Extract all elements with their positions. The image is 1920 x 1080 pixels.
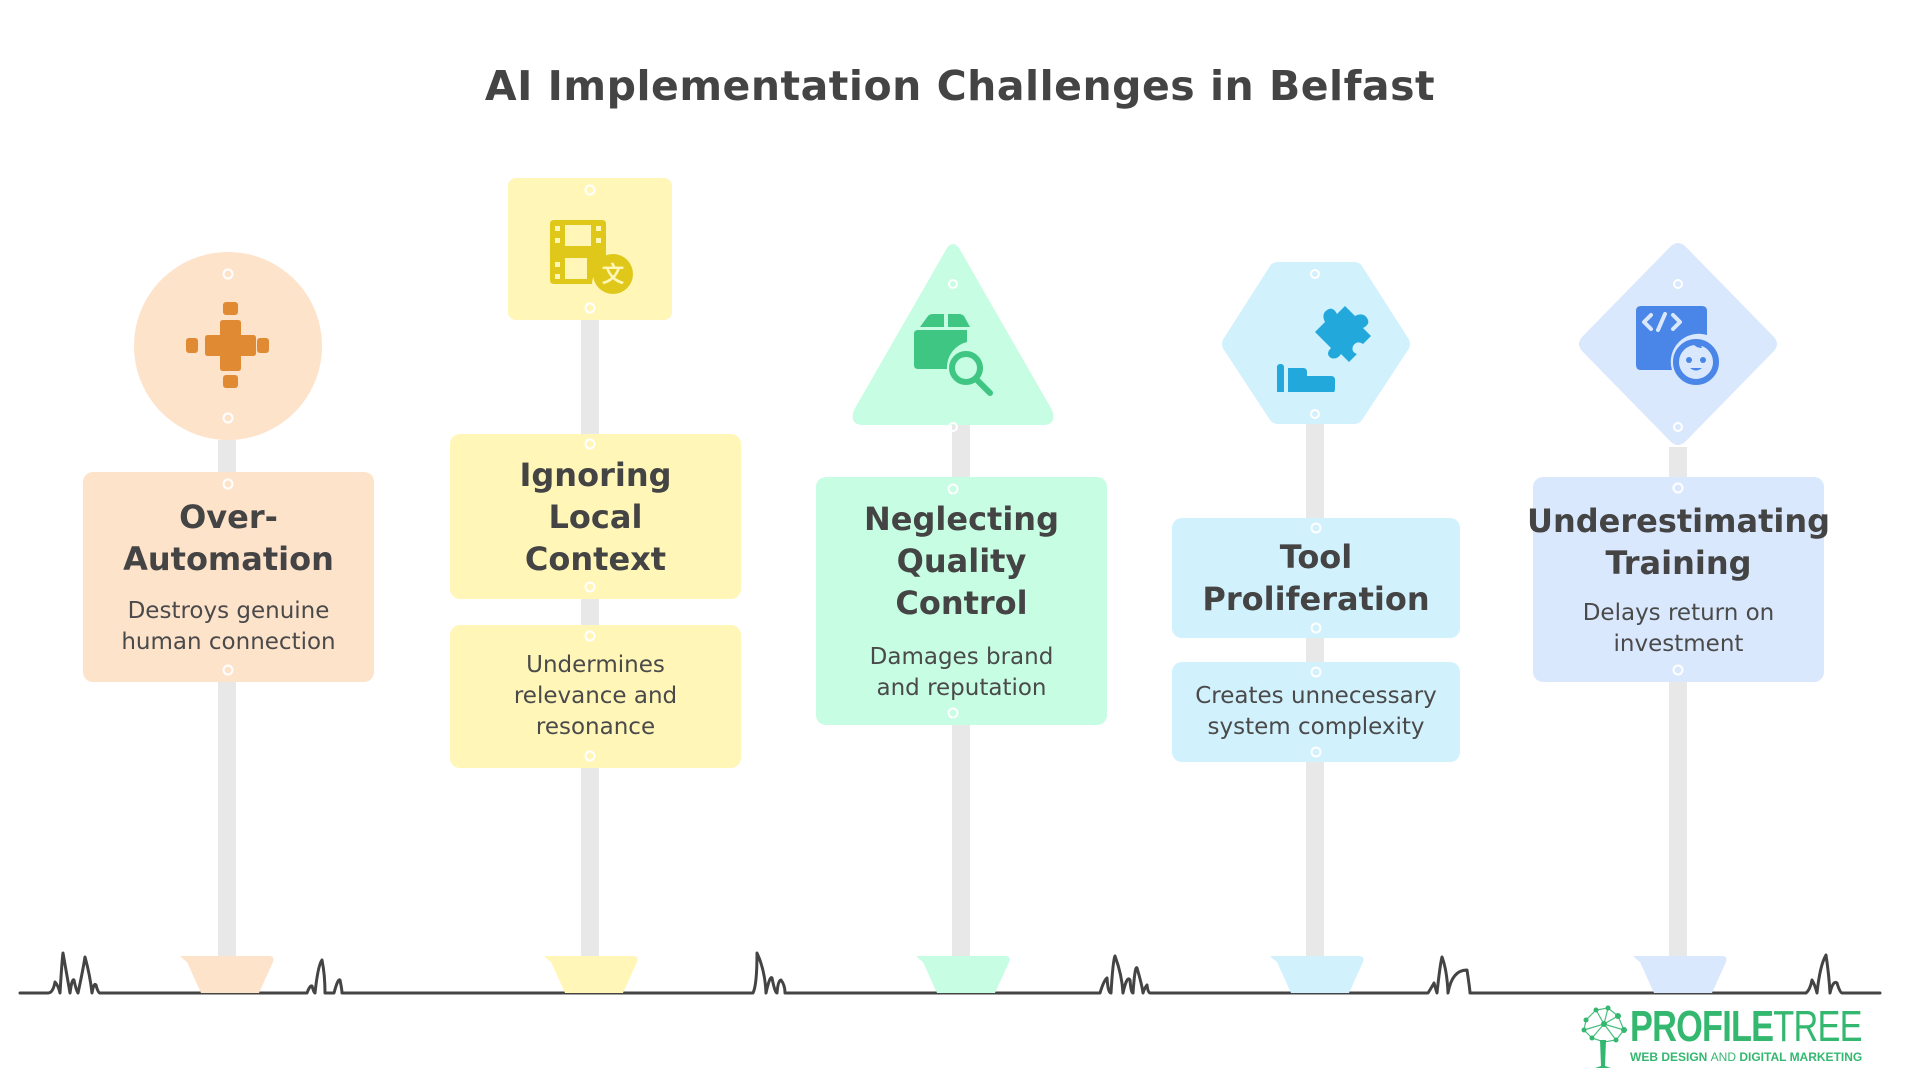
challenge-title: Underestimating Training (1526, 501, 1831, 582)
challenge-title: Ignoring Local Context (519, 455, 672, 578)
puzzle-hand-icon (1277, 306, 1371, 392)
challenge-description: Destroys genuine human connection (121, 598, 336, 655)
square-sign: 文 (508, 178, 672, 320)
rivet (222, 412, 234, 424)
page-title: AI Implementation Challenges in Belfast (484, 62, 1436, 110)
film-translate-icon: 文 (550, 220, 633, 294)
sign-panel: Tool Proliferation (1172, 518, 1460, 638)
rivet (584, 302, 596, 314)
rivet (1672, 482, 1684, 494)
sign-panel-description: Undermines relevance and resonance (450, 625, 741, 768)
challenge-title: Neglecting Quality Control (864, 500, 1059, 622)
logo-tagline: WEB DESIGN AND DIGITAL MARKETING (1630, 1050, 1863, 1064)
sign-panel: Underestimating Training Delays return o… (1527, 477, 1830, 682)
sign-base (544, 956, 638, 993)
rivet (584, 184, 596, 196)
logo-wordmark: PROFILETREE (1630, 1002, 1862, 1051)
rivet (1310, 622, 1322, 634)
sign-base (1633, 956, 1727, 993)
sign-panel-description: Creates unnecessary system complexity (1172, 662, 1460, 762)
challenge-description: Undermines relevance and resonance (513, 652, 678, 740)
challenge-description: Damages brand and reputation (869, 644, 1054, 701)
challenge-title: Tool Proliferation (1202, 538, 1430, 618)
sign-base (180, 956, 274, 993)
challenge-title: Over- Automation (123, 498, 334, 578)
sign-base (916, 956, 1010, 993)
rivet (1310, 746, 1322, 758)
rivet (584, 750, 596, 762)
challenge-description: Delays return on investment (1582, 599, 1775, 657)
rivet (222, 268, 234, 280)
package-search-icon (914, 314, 993, 396)
code-baby-icon (1636, 306, 1721, 387)
rivet (947, 707, 959, 719)
diamond-sign (1579, 243, 1777, 445)
rivet (584, 438, 596, 450)
rivet (584, 581, 596, 593)
sign-panel: Over- Automation Destroys genuine human … (83, 472, 374, 682)
rivet (584, 630, 596, 642)
rivet (1310, 666, 1322, 678)
sign-panel: Ignoring Local Context (450, 434, 741, 599)
sign-panel: Neglecting Quality Control Damages brand… (816, 477, 1107, 725)
hexagon-sign (1222, 262, 1410, 424)
rivet (1672, 664, 1684, 676)
tree-network-icon (1581, 1005, 1627, 1068)
profiletree-logo: PROFILETREE WEB DESIGN AND DIGITAL MARKE… (1578, 1004, 1862, 1072)
rivet (947, 483, 959, 495)
circle-sign (134, 252, 322, 440)
automation-cross-icon (186, 302, 269, 388)
svg-text:文: 文 (602, 262, 625, 288)
rivet (1310, 522, 1322, 534)
challenge-description: Creates unnecessary system complexity (1195, 683, 1437, 740)
sign-base (1270, 956, 1364, 993)
rivet (222, 478, 234, 490)
rivet (222, 664, 234, 676)
